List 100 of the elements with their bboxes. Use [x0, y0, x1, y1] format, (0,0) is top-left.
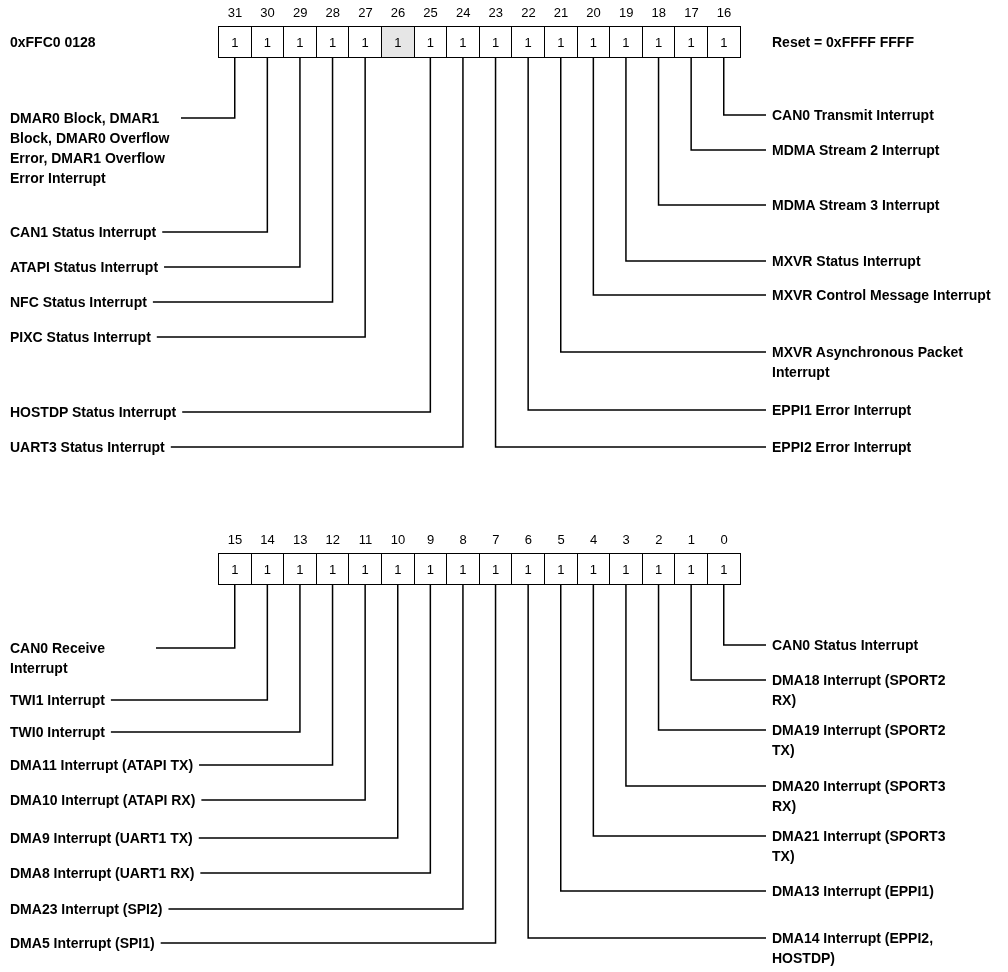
leader-line	[161, 57, 269, 233]
leader-line	[110, 584, 269, 701]
bit-description: DMA21 Interrupt (SPORT3 TX)	[772, 826, 957, 866]
leader-line	[110, 584, 301, 733]
bit-description: MDMA Stream 3 Interrupt	[772, 195, 940, 215]
leader-line	[180, 57, 236, 119]
register-bit-cell	[381, 553, 415, 585]
leader-line	[199, 584, 432, 874]
register-bit-cell	[446, 26, 480, 58]
bit-value: 1	[589, 34, 597, 50]
register-bit-cell	[283, 26, 317, 58]
bit-number: 21	[552, 5, 570, 20]
bit-description: DMA11 Interrupt (ATAPI TX)	[10, 755, 194, 775]
leader-line	[494, 57, 767, 448]
leader-line	[181, 57, 432, 413]
bit-value: 1	[394, 34, 402, 50]
leader-line	[198, 584, 334, 766]
register-bit-cell	[478, 26, 513, 58]
register-bit-cell	[707, 553, 741, 585]
bit-value: 1	[394, 561, 402, 577]
bit-number: 6	[523, 532, 533, 547]
register-bit-cell	[381, 26, 415, 58]
bit-number: 11	[357, 532, 374, 547]
bit-number: 2	[654, 532, 664, 547]
bit-description: DMA10 Interrupt (ATAPI RX)	[10, 790, 196, 810]
bit-description: TWI1 Interrupt	[10, 690, 105, 710]
leader-line	[592, 584, 767, 837]
bit-value: 1	[426, 34, 434, 50]
bit-value: 1	[231, 34, 239, 50]
leader-line	[560, 57, 767, 353]
bit-description: DMA19 Interrupt (SPORT2 TX)	[772, 720, 957, 760]
register-bit-cell	[250, 553, 285, 585]
bit-value: 1	[720, 561, 728, 577]
register-bit-cell	[348, 553, 382, 585]
bit-value: 1	[361, 34, 369, 50]
bit-number: 15	[226, 532, 244, 547]
bit-value: 1	[328, 561, 337, 577]
register-bit-cell	[218, 26, 252, 58]
bit-description: DMA23 Interrupt (SPI2)	[10, 899, 163, 919]
bit-value: 1	[263, 34, 271, 50]
leader-line	[155, 584, 236, 649]
bit-number: 23	[487, 5, 505, 20]
register-bit-cell	[674, 26, 708, 58]
bit-value: 1	[361, 561, 369, 577]
bit-number: 14	[259, 532, 276, 547]
bit-value: 1	[426, 561, 434, 577]
leader-line	[723, 584, 767, 646]
bit-value: 1	[263, 561, 271, 577]
bit-number: 16	[715, 5, 733, 20]
leader-line	[167, 584, 464, 910]
leader-line	[156, 57, 366, 338]
bit-description: DMAR0 Block, DMAR1 Block, DMAR0 Overflow Error, DMAR1 Overflow Error Interrupt	[10, 108, 175, 188]
bit-number: 1	[686, 532, 696, 547]
bit-description: DMA9 Interrupt (UART1 TX)	[10, 828, 193, 848]
bit-value: 1	[296, 561, 304, 577]
bit-description: HOSTDP Status Interrupt	[10, 402, 177, 422]
leader-line	[527, 57, 767, 411]
leader-line	[592, 57, 767, 296]
bit-value: 1	[720, 34, 728, 50]
register-bit-cell	[511, 553, 545, 585]
bit-description: ATAPI Status Interrupt	[10, 257, 159, 277]
bit-number: 31	[226, 5, 244, 20]
bit-number: 17	[683, 5, 700, 20]
register-bit-cell	[413, 553, 448, 585]
bit-value: 1	[589, 561, 597, 577]
register-bit-cell	[707, 26, 741, 58]
bit-value: 1	[654, 34, 663, 50]
leader-line	[170, 57, 464, 448]
leader-line	[198, 584, 399, 839]
bit-description: MXVR Control Message Interrupt	[772, 285, 991, 305]
register-bit-cell	[315, 26, 350, 58]
bit-description: DMA18 Interrupt (SPORT2 RX)	[772, 670, 957, 710]
register-bit-cell	[283, 553, 317, 585]
register-bit-cell	[576, 26, 611, 58]
bit-description: DMA20 Interrupt (SPORT3 RX)	[772, 776, 957, 816]
bit-number: 25	[422, 5, 439, 20]
register-bit-cell	[348, 26, 382, 58]
bit-number: 13	[291, 532, 309, 547]
bit-description: CAN0 Transmit Interrupt	[772, 105, 934, 125]
bit-value: 1	[491, 34, 500, 50]
register-address: 0xFFC0 0128	[10, 33, 96, 52]
bit-number: 22	[520, 5, 537, 20]
leader-line	[625, 584, 767, 787]
bit-value: 1	[687, 34, 695, 50]
bit-number: 0	[719, 532, 729, 547]
bit-value: 1	[687, 561, 695, 577]
leader-line	[723, 57, 767, 116]
leader-line	[560, 584, 767, 892]
bit-number: 19	[617, 5, 635, 20]
bit-value: 1	[296, 34, 304, 50]
bit-value: 1	[459, 561, 467, 577]
bit-description: DMA5 Interrupt (SPI1)	[10, 933, 155, 953]
bit-description: EPPI2 Error Interrupt	[772, 437, 912, 457]
leader-line	[690, 584, 767, 681]
leader-line	[163, 57, 301, 268]
bit-value: 1	[524, 561, 532, 577]
register-bit-cell	[446, 553, 480, 585]
register-bit-cell	[478, 553, 513, 585]
leader-line	[690, 57, 767, 151]
leader-line	[657, 57, 767, 206]
